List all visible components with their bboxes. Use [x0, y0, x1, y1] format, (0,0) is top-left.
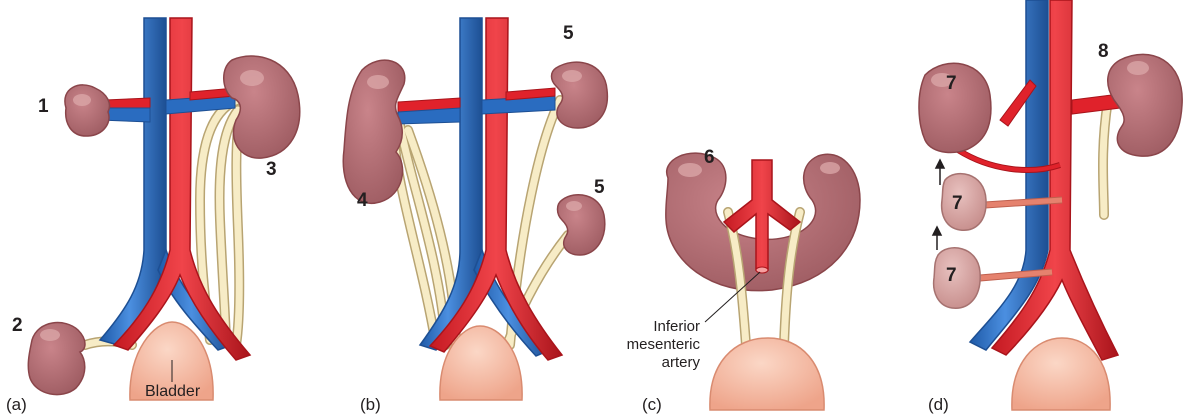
panel-a-kidney-highlight — [73, 94, 91, 106]
label-6: 6 — [704, 148, 715, 167]
label-7-top: 7 — [946, 74, 957, 93]
panel-label-c: (c) — [642, 396, 662, 413]
label-5-bottom: 5 — [594, 178, 605, 197]
panel-a-drawing — [28, 18, 299, 400]
panel-c-bladder — [710, 338, 824, 410]
bladder-label: Bladder — [145, 384, 200, 400]
ima-label-line3: artery — [620, 354, 700, 372]
panel-b-kidney-highlight — [566, 201, 582, 211]
panel-label-a: (a) — [6, 396, 27, 413]
ima-label: Inferior mesenteric artery — [620, 318, 700, 372]
panel-d-pelvic-kidney-lower — [934, 248, 981, 308]
panel-b-kidney-highlight — [562, 70, 582, 82]
panel-b-kidney-highlight — [367, 75, 389, 89]
panel-a-kidney-highlight — [240, 70, 264, 86]
panel-a-small-kidney — [65, 85, 110, 136]
label-4: 4 — [357, 191, 368, 210]
panel-a-kidney-highlight — [40, 329, 60, 341]
up-arrow-icon — [936, 160, 944, 185]
label-7-mid: 7 — [952, 194, 963, 213]
panel-label-d: (d) — [928, 396, 949, 413]
label-3: 3 — [266, 160, 277, 179]
label-7-bottom: 7 — [946, 266, 957, 285]
panel-c-ima-stump — [756, 267, 768, 273]
up-arrow-icon — [933, 227, 941, 250]
panel-label-b: (b) — [360, 396, 381, 413]
panel-c-kidney-highlight — [820, 162, 840, 174]
label-1: 1 — [38, 97, 49, 116]
ima-label-line2: mesenteric — [620, 336, 700, 354]
label-8: 8 — [1098, 42, 1109, 61]
ima-label-line1: Inferior — [620, 318, 700, 336]
label-5-top: 5 — [563, 24, 574, 43]
panel-c-kidney-highlight — [678, 163, 702, 177]
panel-d-kidney-highlight — [1127, 61, 1149, 75]
panel-d-pelvic-kidney-upper — [942, 174, 986, 231]
label-2: 2 — [12, 316, 23, 335]
panel-b-drawing — [343, 18, 607, 400]
